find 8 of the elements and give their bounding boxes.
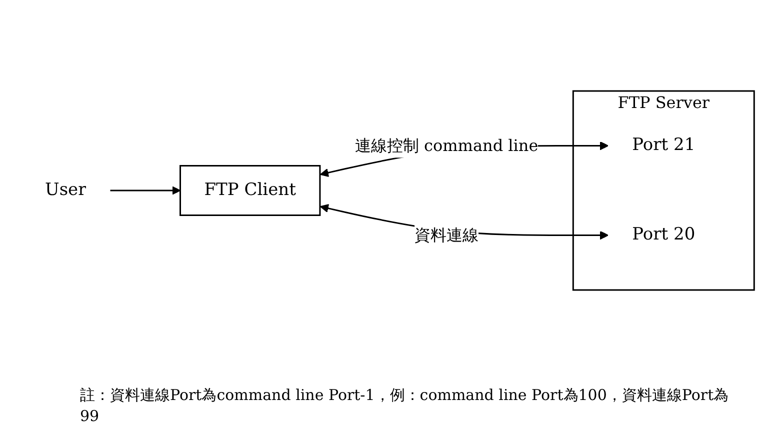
node-text: User: [44, 180, 86, 200]
node-text: Port 20: [632, 224, 696, 244]
node-box: FTP Client: [179, 165, 321, 216]
edge-label: 資料連線: [414, 225, 478, 244]
edge-label: 連線控制 command line: [354, 136, 538, 155]
arrow: [110, 186, 181, 195]
footnote: 註：資料連線Port為command line Port-1，例：command line Port為100，資料連線Port為99: [80, 385, 730, 427]
node-text: Port 21: [632, 135, 696, 155]
